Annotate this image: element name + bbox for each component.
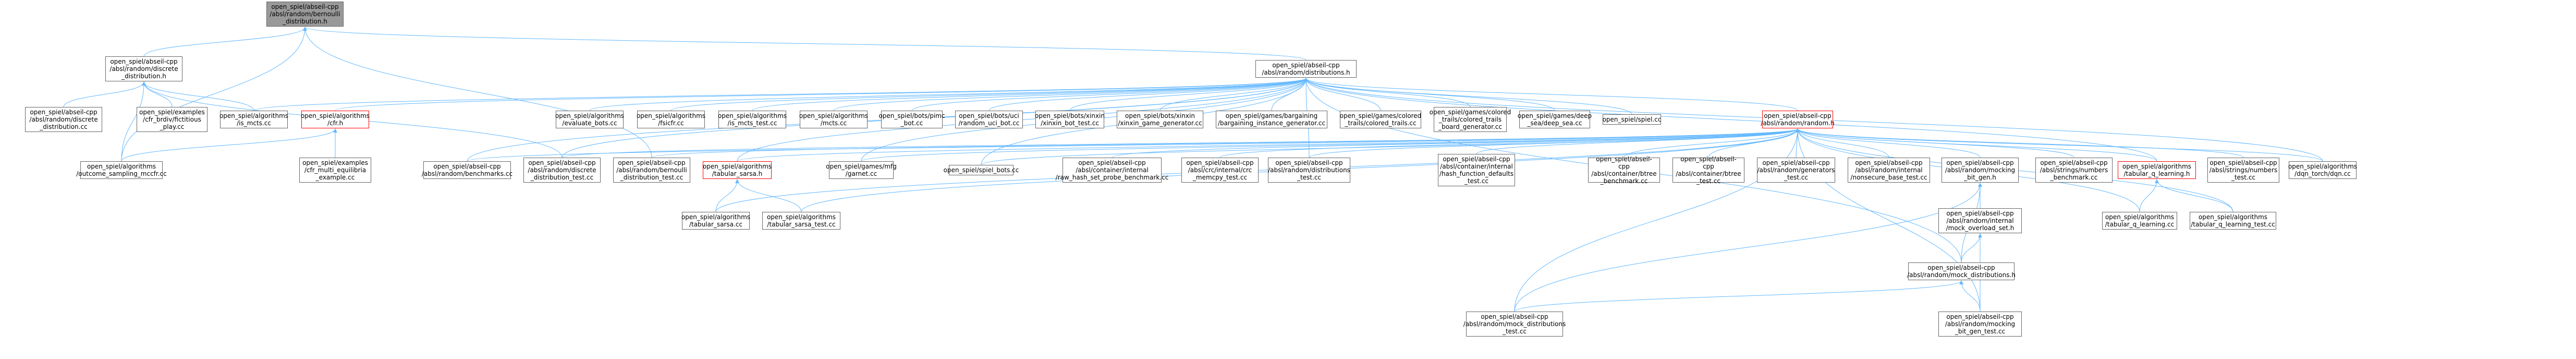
dependency-edge bbox=[303, 27, 652, 158]
node-tabular-q-learning-test-cc[interactable]: open_spiel/algorithms /tabular_q_learnin… bbox=[2190, 212, 2276, 230]
node-bernoulli-distribution-h: open_spiel/abseil-cpp /absl/random/berno… bbox=[266, 2, 344, 27]
dependency-edge bbox=[670, 78, 1308, 111]
node-benchmarks-cc[interactable]: open_spiel/abseil-cpp /absl/random/bench… bbox=[422, 161, 512, 179]
dependency-edge bbox=[142, 81, 254, 111]
node-xinxin-bot-test-cc[interactable]: open_spiel/bots/xinxin /xinxin_bot_test.… bbox=[1035, 111, 1105, 128]
dependency-edge bbox=[1796, 128, 1981, 158]
dependency-edge bbox=[1304, 78, 1632, 115]
node-distributions-h[interactable]: open_spiel/abseil-cpp /absl/random/distr… bbox=[1255, 60, 1357, 78]
node-pimc-bot-cc[interactable]: open_spiel/bots/pimc _bot.cc bbox=[878, 111, 945, 128]
dependency-edge bbox=[1159, 78, 1308, 111]
dependency-edge bbox=[335, 78, 1308, 111]
node-numbers-test-cc[interactable]: open_spiel/abseil-cpp /absl/strings/numb… bbox=[2207, 158, 2279, 183]
node-random-uci-bot-cc[interactable]: open_spiel/bots/uci /random_uci_bot.cc bbox=[955, 111, 1023, 128]
node-crc-memcpy-test-cc[interactable]: open_spiel/abseil-cpp /absl/crc/internal… bbox=[1181, 158, 1259, 183]
node-discrete-distribution-cc[interactable]: open_spiel/abseil-cpp /absl/random/discr… bbox=[25, 107, 102, 132]
node-random-h[interactable]: open_spiel/abseil-cpp /absl/random/rando… bbox=[1761, 111, 1835, 128]
dependency-edge bbox=[1304, 78, 1471, 107]
dependency-edge bbox=[752, 78, 1308, 111]
dependency-edge bbox=[63, 81, 146, 107]
dependency-edge bbox=[1796, 128, 2157, 162]
dependency-edge bbox=[2155, 179, 2233, 212]
node-colored-trails-board-generator-cc[interactable]: open_spiel/games/colored _trails/colored… bbox=[1430, 107, 1511, 132]
node-tabular-sarsa-test-cc[interactable]: open_spiel/algorithms /tabular_sarsa_tes… bbox=[762, 212, 840, 230]
dependency-edge bbox=[142, 81, 173, 107]
node-evaluate-bots-cc[interactable]: open_spiel/algorithms /evaluate_bots.cc bbox=[555, 111, 624, 128]
node-distributions-test-cc[interactable]: open_spiel/abseil-cpp /absl/random/distr… bbox=[1268, 158, 1350, 183]
dependency-edge bbox=[651, 128, 1800, 158]
node-generators-test-cc[interactable]: open_spiel/abseil-cpp /absl/random/gener… bbox=[1757, 158, 1835, 183]
node-tabular-q-learning-h[interactable]: open_spiel/algorithms /tabular_q_learnin… bbox=[2118, 161, 2196, 179]
dependency-edge bbox=[1961, 233, 1982, 263]
node-cfr-h[interactable]: open_spiel/algorithms /cfr.h bbox=[301, 111, 370, 128]
node-hash-function-defaults-test-cc[interactable]: open_spiel/abseil-cpp /absl/container/in… bbox=[1438, 154, 1515, 186]
dependency-edge bbox=[1708, 128, 1800, 158]
dependency-edge bbox=[1514, 280, 1963, 312]
dependency-edge bbox=[1959, 280, 1981, 312]
node-mfg-garnet-cc[interactable]: open_spiel/games/mfg /garnet.cc bbox=[826, 161, 897, 179]
dependency-edge bbox=[589, 78, 1308, 111]
dependency-edge bbox=[715, 179, 739, 212]
dependency-edge bbox=[1796, 128, 2323, 162]
node-discrete-distribution-test-cc[interactable]: open_spiel/abseil-cpp /absl/random/discr… bbox=[523, 158, 601, 183]
dependency-edge bbox=[833, 78, 1308, 111]
node-is-mcts-test-cc[interactable]: open_spiel/algorithms /is_mcts_test.cc bbox=[718, 111, 787, 128]
dependency-edge bbox=[737, 128, 1800, 162]
node-spiel-cc[interactable]: open_spiel/spiel.cc bbox=[1603, 114, 1661, 125]
node-colored-trails-cc[interactable]: open_spiel/games/colored _trails/colored… bbox=[1340, 111, 1421, 128]
dependency-edge bbox=[1069, 78, 1308, 111]
dependency-edge bbox=[1219, 128, 1800, 158]
dependency-edge bbox=[2139, 179, 2159, 212]
dependency-edge bbox=[1796, 128, 1889, 158]
dependency-edge bbox=[1476, 128, 1800, 154]
node-deep-sea-cc[interactable]: open_spiel/games/deep _sea/deep_sea.cc bbox=[1518, 111, 1592, 128]
dependency-edge bbox=[1304, 78, 1381, 111]
dependency-edge bbox=[1623, 128, 1800, 158]
node-is-mcts-cc[interactable]: open_spiel/algorithms /is_mcts.cc bbox=[219, 111, 288, 128]
node-mocking-bit-gen-test-cc[interactable]: open_spiel/abseil-cpp /absl/random/mocki… bbox=[1938, 312, 2022, 337]
dependency-edge bbox=[988, 78, 1308, 111]
node-tabular-sarsa-cc[interactable]: open_spiel/algorithms /tabular_sarsa.cc bbox=[681, 212, 750, 230]
dependency-edge bbox=[143, 27, 307, 57]
dependency-edge bbox=[561, 128, 1800, 158]
node-btree-benchmark-cc[interactable]: open_spiel/abseil-cpp /absl/container/bt… bbox=[1588, 155, 1660, 185]
node-mock-distributions-test-cc[interactable]: open_spiel/abseil-cpp /absl/random/mock_… bbox=[1463, 312, 1566, 337]
node-spiel-bots-cc[interactable]: open_spiel/spiel_bots.cc bbox=[944, 165, 1019, 175]
node-nonsecure-base-test-cc[interactable]: open_spiel/abseil-cpp /absl/random/inter… bbox=[1848, 158, 1930, 183]
dependency-edge bbox=[121, 27, 307, 162]
node-mocking-bit-gen-h[interactable]: open_spiel/abseil-cpp /absl/random/mocki… bbox=[1942, 158, 2019, 183]
node-fsicfr-cc[interactable]: open_spiel/algorithms /fsicfr.cc bbox=[637, 111, 705, 128]
node-tabular-sarsa-h[interactable]: open_spiel/algorithms /tabular_sarsa.h bbox=[703, 161, 772, 179]
node-raw-hash-set-probe-benchmark-cc[interactable]: open_spiel/abseil-cpp /absl/container/in… bbox=[1056, 158, 1168, 183]
node-mcts-cc[interactable]: open_spiel/algorithms /mcts.cc bbox=[799, 111, 868, 128]
dependency-edge bbox=[1796, 128, 2244, 158]
node-cfr-multi-equilibria-example-cc[interactable]: open_spiel/examples /cfr_multi_equilibri… bbox=[299, 158, 371, 183]
node-outcome-sampling-mccfr-cc[interactable]: open_spiel/algorithms /outcome_sampling_… bbox=[76, 161, 167, 179]
node-dqn-torch-dqn-cc[interactable]: open_spiel/algorithms /dqn_torch/dqn.cc bbox=[2288, 161, 2357, 179]
node-bargaining-instance-generator-cc[interactable]: open_spiel/games/bargaining /bargaining_… bbox=[1216, 111, 1327, 128]
node-cfr-br-fictitious-play-cc[interactable]: open_spiel/examples /cfr_brdiv/fictitiou… bbox=[137, 107, 207, 132]
dependency-edge bbox=[121, 81, 146, 162]
node-mock-distributions-h[interactable]: open_spiel/abseil-cpp /absl/random/mock_… bbox=[1907, 262, 2016, 280]
dependency-edge bbox=[1304, 78, 1798, 111]
node-numbers-benchmark-cc[interactable]: open_spiel/abseil-cpp /absl/strings/numb… bbox=[2035, 158, 2113, 183]
dependency-edge bbox=[467, 128, 1800, 162]
dependency-edge bbox=[911, 78, 1308, 111]
dependency-edge bbox=[1112, 128, 1800, 158]
node-mock-overload-set-h[interactable]: open_spiel/abseil-cpp /absl/random/inter… bbox=[1938, 208, 2022, 233]
node-xinxin-game-generator-cc[interactable]: open_spiel/bots/xinxin /xinxin_game_gene… bbox=[1117, 111, 1203, 128]
node-tabular-q-learning-cc[interactable]: open_spiel/algorithms /tabular_q_learnin… bbox=[2102, 212, 2177, 230]
dependency-edge bbox=[303, 27, 1307, 61]
node-bernoulli-distribution-test-cc[interactable]: open_spiel/abseil-cpp /absl/random/berno… bbox=[613, 158, 690, 183]
dependency-edge bbox=[735, 179, 802, 212]
node-btree-test-cc[interactable]: open_spiel/abseil-cpp /absl/container/bt… bbox=[1672, 155, 1744, 185]
dependency-edge bbox=[121, 128, 337, 162]
dependency-edge bbox=[1514, 183, 1982, 312]
node-discrete-distribution-h[interactable]: open_spiel/abseil-cpp /absl/random/discr… bbox=[105, 56, 182, 81]
dependency-edge bbox=[1304, 78, 2157, 162]
dependency-edge bbox=[1309, 128, 1800, 158]
